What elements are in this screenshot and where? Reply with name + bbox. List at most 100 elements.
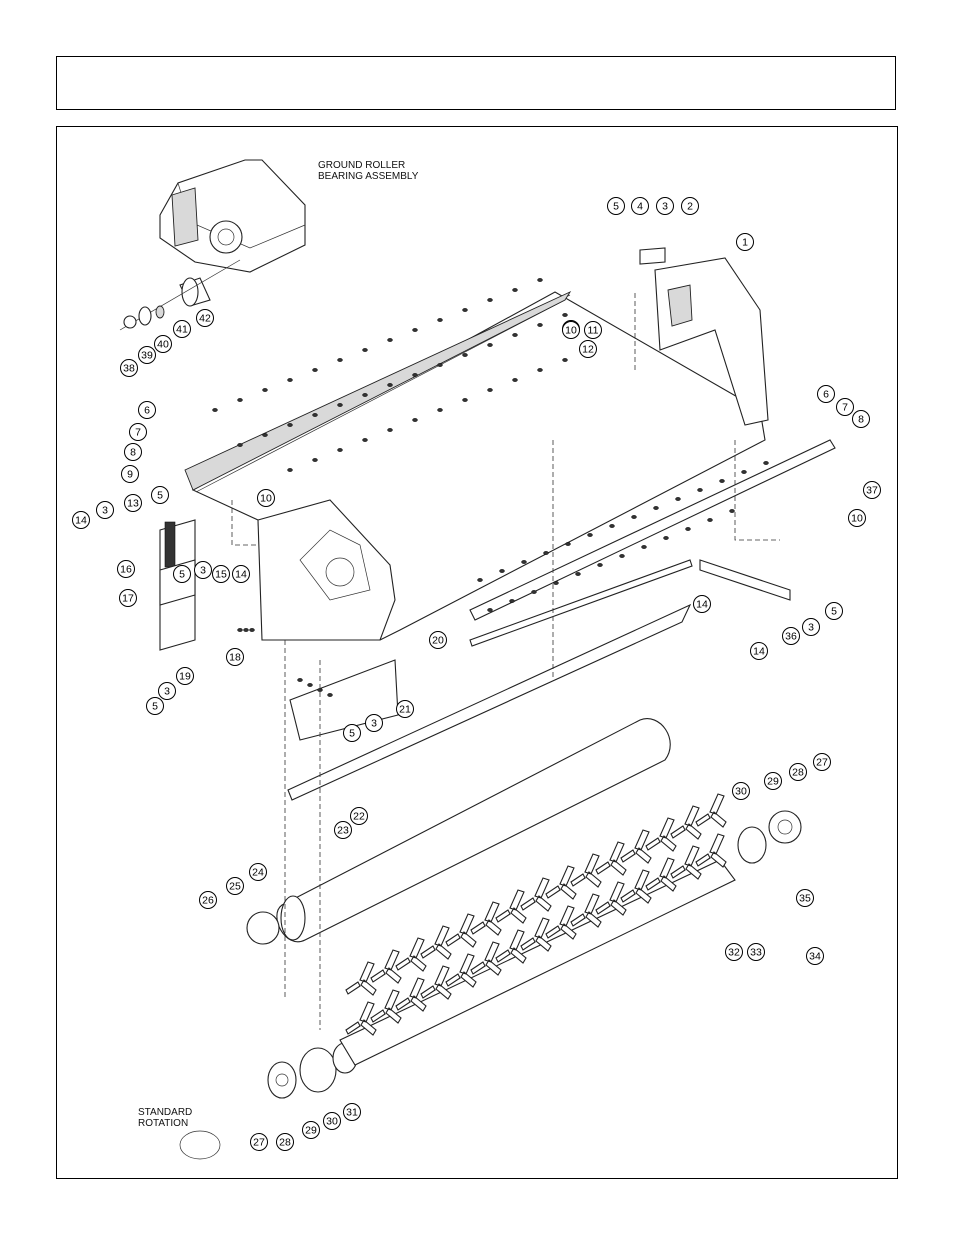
bolt-hole <box>478 578 483 581</box>
callout-number: 19 <box>179 671 191 683</box>
bolt-hole <box>664 536 669 539</box>
callout-number: 17 <box>122 593 134 605</box>
bolt-hole <box>598 563 603 566</box>
callout-number: 28 <box>279 1137 291 1149</box>
bolt-hole <box>438 408 443 411</box>
callout-number: 16 <box>120 564 132 576</box>
callout-number: 22 <box>353 811 365 823</box>
callout-number: 5 <box>831 606 837 618</box>
inset-label-line1: GROUND ROLLER <box>318 160 405 171</box>
bolt-hole <box>510 599 515 602</box>
bolt-hole <box>610 524 615 527</box>
bolt-hole <box>513 378 518 381</box>
bolt-hole <box>238 628 243 631</box>
callout-number: 35 <box>799 893 811 905</box>
bolt-hole <box>313 413 318 416</box>
bolt-hole <box>338 358 343 361</box>
bolt-hole <box>338 448 343 451</box>
callout-number: 9 <box>127 469 133 481</box>
bolt-hole <box>576 572 581 575</box>
bolt-hole <box>764 461 769 464</box>
tiller-blade <box>696 834 726 867</box>
callout-number: 29 <box>767 776 779 788</box>
callout-number: 30 <box>735 786 747 798</box>
callout-number: 10 <box>260 493 272 505</box>
callout-number: 14 <box>696 599 708 611</box>
bolt-hole <box>363 348 368 351</box>
bolt-hole <box>538 278 543 281</box>
bolt-hole <box>313 368 318 371</box>
callout-number: 23 <box>337 825 349 837</box>
bolt-hole <box>742 470 747 473</box>
bolt-hole <box>313 458 318 461</box>
bolt-hole <box>488 388 493 391</box>
callout-number: 38 <box>123 363 135 375</box>
callout-number: 39 <box>141 350 153 362</box>
callout-number: 13 <box>127 498 139 510</box>
bolt-hole <box>538 368 543 371</box>
callout-number: 31 <box>346 1107 358 1119</box>
callout-number: 2 <box>687 201 693 213</box>
callout-number: 5 <box>179 569 185 581</box>
callout-number: 5 <box>349 728 355 740</box>
bolt-hole <box>532 590 537 593</box>
bolt-hole <box>686 527 691 530</box>
rotor-blades <box>346 794 726 1035</box>
bolt-hole <box>388 338 393 341</box>
callout-number: 30 <box>326 1116 338 1128</box>
bolt-hole <box>213 408 218 411</box>
callout-number: 3 <box>371 718 377 730</box>
callout-number: 14 <box>235 569 247 581</box>
callout-number: 11 <box>588 325 599 337</box>
bolt-hole <box>413 418 418 421</box>
bolt-hole <box>654 506 659 509</box>
bolt-hole <box>288 423 293 426</box>
callout-number: 29 <box>305 1125 317 1137</box>
bolt-hole <box>632 515 637 518</box>
bolt-hole <box>298 678 303 681</box>
bolt-hole <box>363 393 368 396</box>
bolt-hole <box>328 693 333 696</box>
bolt-hole <box>463 308 468 311</box>
callout-number: 25 <box>229 881 241 893</box>
bolt-hole <box>513 288 518 291</box>
callout-number: 10 <box>565 325 577 337</box>
callout-number: 3 <box>164 686 170 698</box>
callout-number: 12 <box>582 344 594 356</box>
bolt-hole <box>263 433 268 436</box>
callout-number: 3 <box>808 622 814 634</box>
bolt-hole <box>250 628 255 631</box>
callout-number: 6 <box>144 405 150 417</box>
bolt-hole <box>488 608 493 611</box>
bolt-hole <box>566 542 571 545</box>
bolt-hole <box>288 468 293 471</box>
bolt-hole <box>263 388 268 391</box>
bolt-hole <box>708 518 713 521</box>
callout-number: 15 <box>215 569 227 581</box>
bolt-hole <box>730 509 735 512</box>
bolt-hole <box>338 403 343 406</box>
callout-number: 6 <box>823 389 829 401</box>
callout-number: 33 <box>750 947 762 959</box>
rotation-label-line2: ROTATION <box>138 1118 188 1129</box>
callout-number: 5 <box>613 201 619 213</box>
callout-number: 14 <box>75 515 87 527</box>
callout-number: 40 <box>157 339 169 351</box>
callout-number: 4 <box>637 201 643 213</box>
bolt-hole <box>388 383 393 386</box>
bolt-hole <box>642 545 647 548</box>
callout-number: 26 <box>202 895 214 907</box>
bolt-hole <box>363 438 368 441</box>
bolt-hole <box>500 569 505 572</box>
bolt-hole <box>288 378 293 381</box>
callout-number: 3 <box>200 565 206 577</box>
bolt-hole <box>698 488 703 491</box>
callout-number: 5 <box>152 701 158 713</box>
bolt-hole <box>538 323 543 326</box>
callout-number: 36 <box>785 631 797 643</box>
bolt-hole <box>463 353 468 356</box>
callout-number: 18 <box>229 652 241 664</box>
callout-number: 7 <box>135 427 141 439</box>
bolt-hole <box>676 497 681 500</box>
bolt-hole <box>720 479 725 482</box>
